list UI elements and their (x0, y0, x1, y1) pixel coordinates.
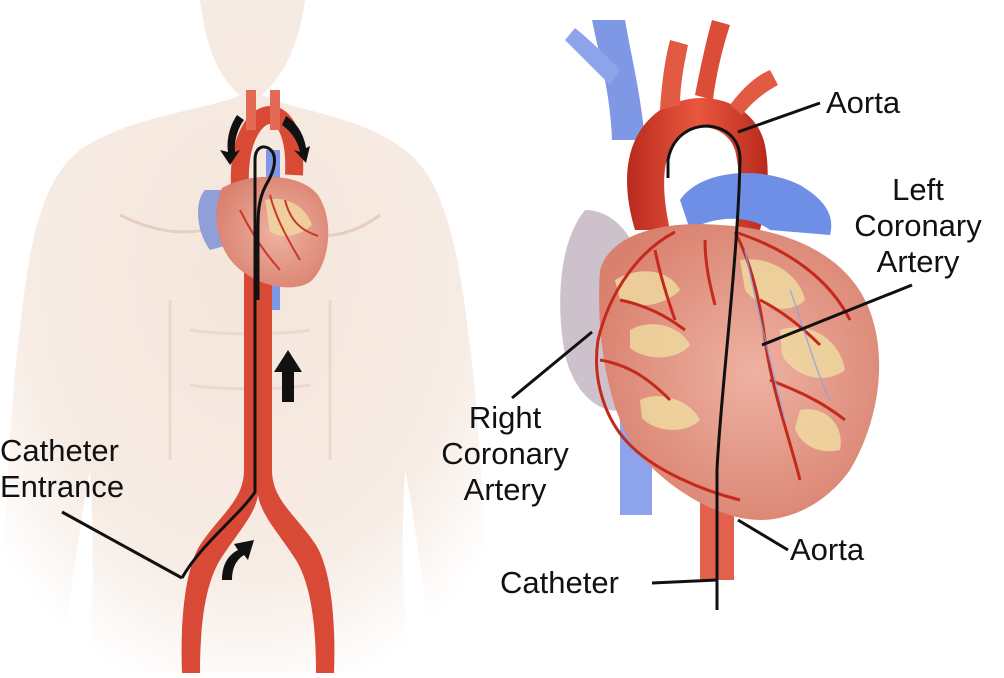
label-aorta-bottom: Aorta (790, 532, 865, 567)
superior-vena-cava (592, 20, 645, 140)
vein-branch (565, 28, 620, 85)
arrow-curve-right (282, 116, 310, 163)
descending-aorta (181, 260, 335, 673)
arrow-up-upper (274, 350, 302, 402)
aortic-arch-small (230, 105, 304, 186)
label-catheter: Catheter (500, 565, 619, 600)
aortic-arch (627, 97, 768, 230)
abdomen-contour (168, 300, 332, 460)
carotid-left (246, 90, 256, 130)
aorta-branch-1 (660, 40, 688, 110)
right-coronary-path (595, 230, 741, 502)
body-catheter (180, 145, 276, 579)
flow-arrows (220, 115, 310, 580)
leader-right-coronary (511, 330, 593, 400)
leader-catheter (651, 578, 718, 585)
carotid-right (270, 90, 280, 130)
label-right-coronary-artery: Right Coronary Artery (441, 400, 569, 507)
coronary-arteries (595, 230, 852, 502)
aorta-branch-2 (695, 20, 730, 100)
heart-catheter (666, 124, 742, 610)
label-left-coronary-artery: Left Coronary Artery (854, 172, 982, 279)
leader-aorta-bottom (737, 518, 789, 552)
leader-left-coronary (761, 283, 913, 347)
epicardial-fat (615, 259, 845, 452)
leader-lines (61, 101, 913, 585)
arrow-curve-left (220, 115, 244, 165)
aorta-branch-3 (730, 70, 778, 115)
small-heart (198, 176, 329, 288)
label-aorta-top: Aorta (826, 85, 901, 120)
cardiac-veins (744, 249, 831, 421)
leader-aorta-top (737, 101, 821, 134)
large-heart (560, 20, 880, 610)
label-catheter-entrance: Catheter Entrance (0, 433, 125, 504)
pulmonary-artery (680, 173, 832, 235)
leader-catheter-entrance (61, 510, 183, 580)
arrow-up-lower (222, 540, 254, 580)
